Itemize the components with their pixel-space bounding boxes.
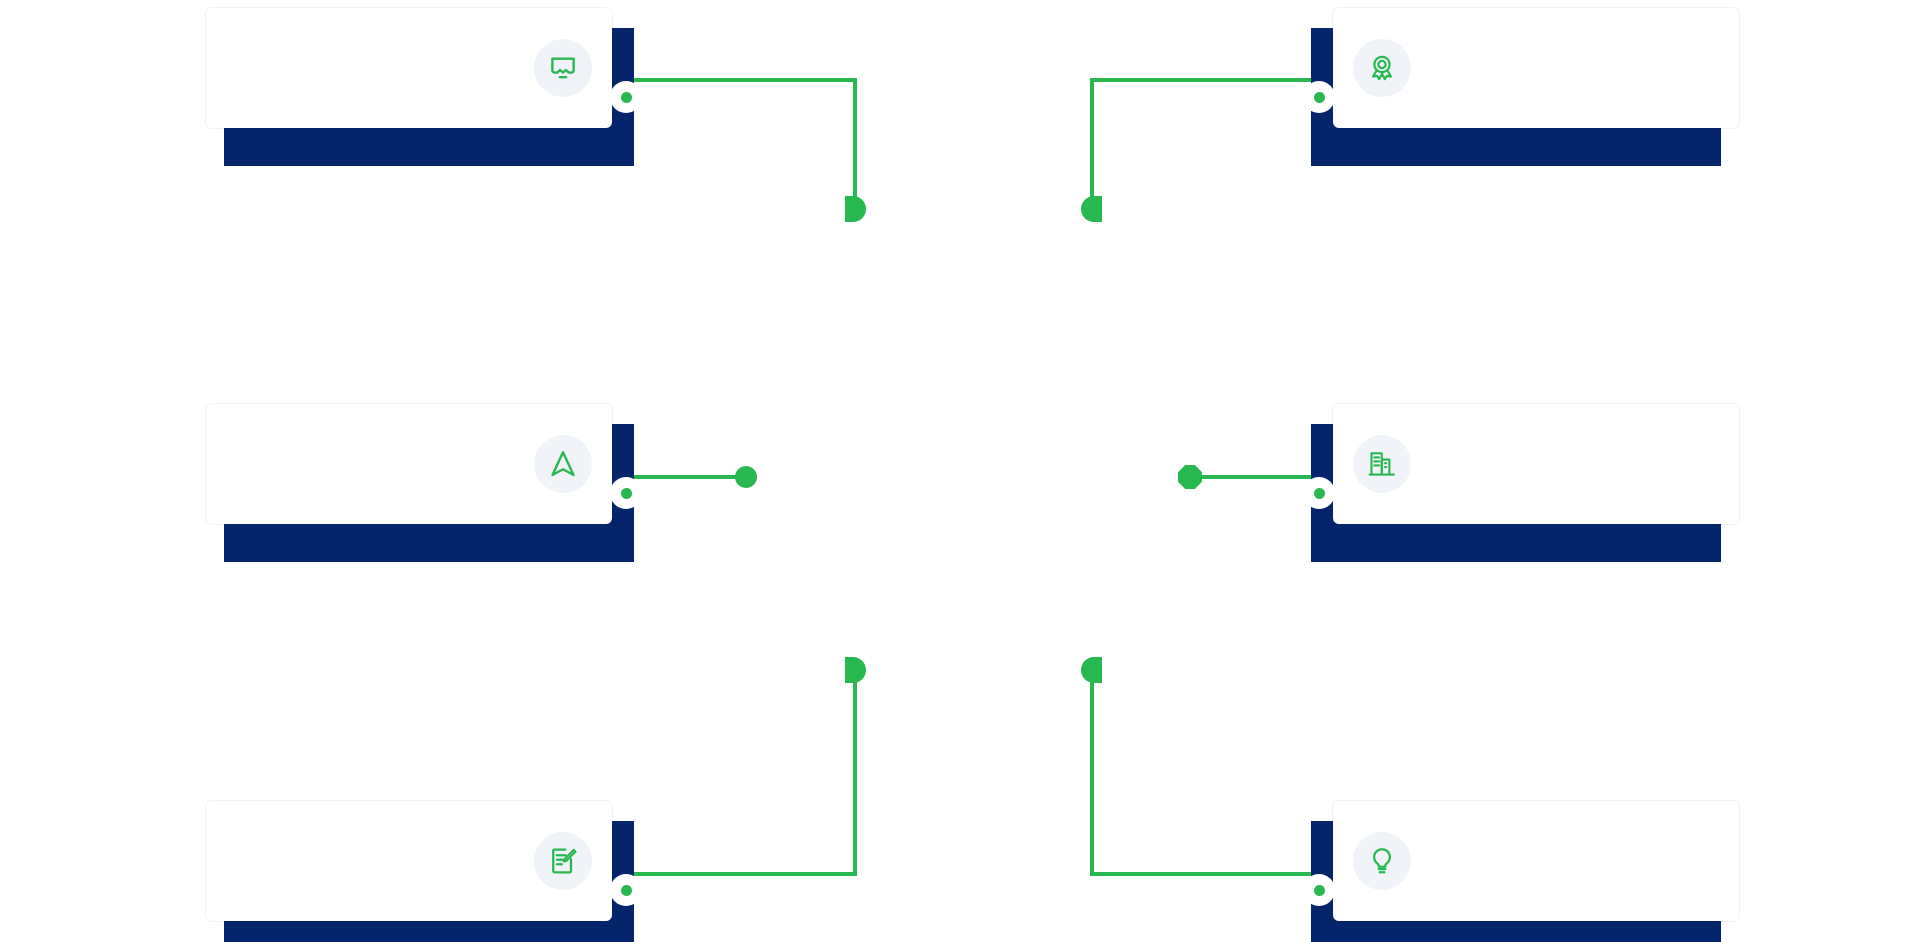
endpoint-marker-top-left-branch[interactable] [845, 196, 866, 222]
node-card[interactable] [206, 404, 612, 524]
connector-port[interactable] [1303, 874, 1335, 906]
monitor-node[interactable] [206, 8, 642, 166]
port-dot-icon [1313, 91, 1325, 103]
connector-port[interactable] [610, 477, 642, 509]
connector-port[interactable] [610, 874, 642, 906]
award-node[interactable] [1303, 8, 1739, 166]
connector-port[interactable] [1303, 477, 1335, 509]
document-edit-node[interactable] [206, 801, 642, 942]
lightbulb-node[interactable] [1303, 801, 1739, 942]
building-node[interactable] [1303, 404, 1739, 562]
navigation-node[interactable] [206, 404, 642, 562]
port-dot-icon [1313, 487, 1325, 499]
lightbulb-icon [1353, 832, 1411, 890]
node-card[interactable] [1333, 801, 1739, 921]
endpoint-marker-middle-left[interactable] [735, 466, 757, 488]
port-dot-icon [620, 487, 632, 499]
connector-port[interactable] [610, 81, 642, 113]
endpoint-marker-middle-right[interactable] [1178, 465, 1202, 489]
port-dot-icon [1313, 884, 1325, 896]
node-card[interactable] [206, 801, 612, 921]
monitor-icon [534, 39, 592, 97]
port-dot-icon [620, 91, 632, 103]
document-edit-icon [534, 832, 592, 890]
endpoint-marker-bottom-right[interactable] [1081, 657, 1102, 683]
award-icon [1353, 39, 1411, 97]
connector-document-to-endpoint [634, 680, 857, 876]
connector-award-to-endpoint [1090, 78, 1311, 207]
port-dot-icon [620, 884, 632, 896]
endpoint-marker-top-right-branch[interactable] [1081, 196, 1102, 222]
endpoint-marker-bottom-left[interactable] [845, 657, 866, 683]
node-card[interactable] [1333, 8, 1739, 128]
connector-endpoint-to-lightbulb [1090, 680, 1311, 876]
connector-port[interactable] [1303, 81, 1335, 113]
buildings-icon [1353, 435, 1411, 493]
navigation-arrow-icon [534, 435, 592, 493]
node-card[interactable] [1333, 404, 1739, 524]
node-card[interactable] [206, 8, 612, 128]
connector-monitor-to-endpoint [634, 78, 857, 207]
